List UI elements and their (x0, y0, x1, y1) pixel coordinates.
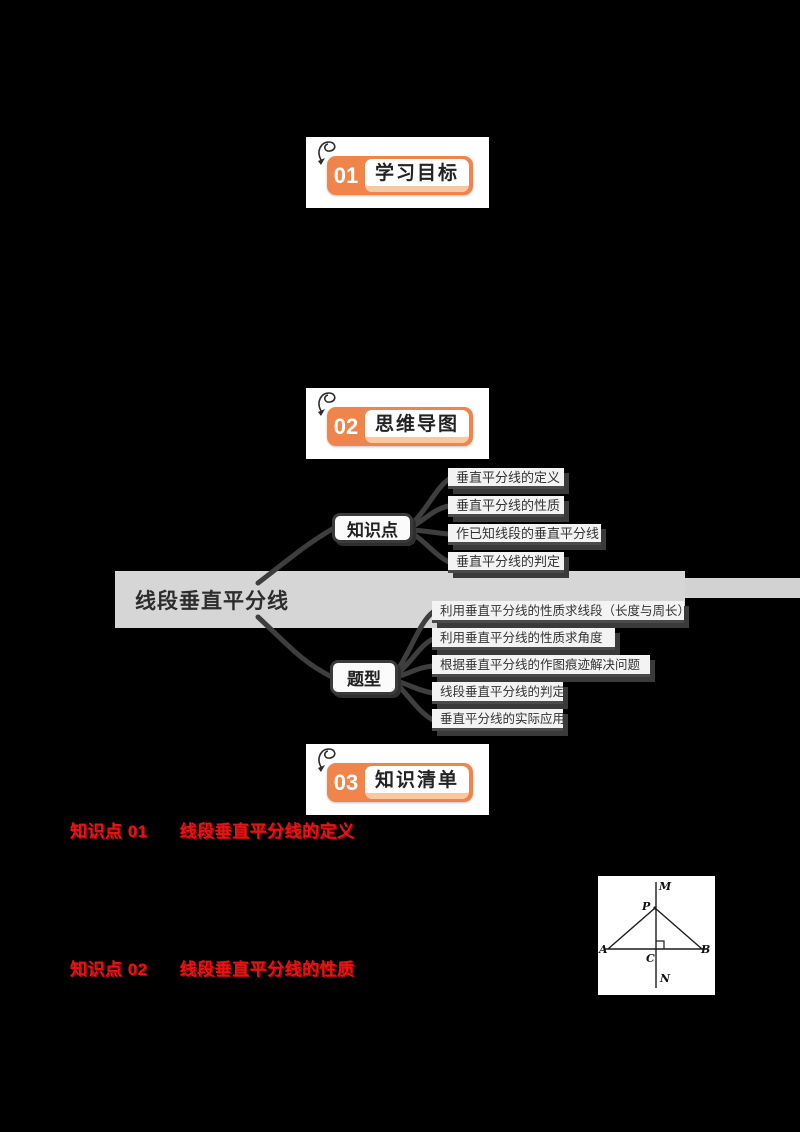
section-badge-02: 02 思维导图 (327, 407, 473, 446)
section-panel-01: 01 学习目标 (306, 137, 489, 208)
ribbon-curl-icon (318, 392, 336, 416)
perpendicular-bisector-figure: M P A B C N (598, 876, 715, 995)
section-number: 02 (333, 413, 359, 439)
knowledge-point-heading-01: 知识点 01 线段垂直平分线的定义 (70, 817, 355, 842)
figure-label-N: N (659, 972, 671, 985)
figure-label-M: M (658, 880, 672, 893)
mindmap-leaf: 垂直平分线的性质 (448, 496, 564, 517)
section-label-box: 学习目标 (365, 159, 469, 192)
section-title: 思维导图 (374, 413, 459, 435)
mindmap-branch-knowledge-points: 知识点 (332, 513, 413, 543)
figure-drawing: M P A B C N (598, 880, 710, 988)
section-panel-03: 03 知识清单 (306, 744, 489, 815)
mindmap-root-band-extension (685, 578, 800, 598)
knowledge-point-title: 线段垂直平分线的定义 (179, 822, 355, 841)
mindmap-branch-problem-types: 题型 (330, 660, 398, 695)
ribbon-curl-icon (318, 141, 336, 165)
section-label-box: 思维导图 (365, 410, 469, 443)
mindmap-leaf: 根据垂直平分线的作图痕迹解决问题 (432, 655, 650, 677)
section-label-box: 知识清单 (365, 766, 469, 799)
mindmap-leaf: 垂直平分线的判定 (448, 552, 564, 573)
section-title: 学习目标 (374, 162, 459, 184)
mindmap-leaf: 线段垂直平分线的判定 (432, 682, 563, 704)
ribbon-curl-icon (318, 748, 336, 772)
knowledge-point-heading-02: 知识点 02 线段垂直平分线的性质 (70, 955, 355, 980)
section-number: 01 (333, 162, 359, 188)
section-number: 03 (333, 769, 359, 795)
mindmap-leaf: 利用垂直平分线的性质求线段（长度与周长） (432, 601, 684, 623)
figure-label-P: P (641, 900, 651, 913)
figure-label-B: B (700, 943, 710, 956)
figure-label-C: C (646, 952, 655, 965)
section-panel-02: 02 思维导图 (306, 388, 489, 459)
mindmap-leaf: 作已知线段的垂直平分线 (448, 524, 601, 545)
figure-label-A: A (598, 943, 608, 956)
knowledge-point-title: 线段垂直平分线的性质 (179, 960, 355, 979)
mindmap-leaf: 利用垂直平分线的性质求角度 (432, 628, 615, 650)
mindmap-root-label: 线段垂直平分线 (135, 589, 289, 613)
knowledge-point-id: 知识点 01 (70, 822, 148, 841)
mindmap-leaf: 垂直平分线的实际应用 (432, 709, 563, 731)
knowledge-point-id: 知识点 02 (70, 960, 148, 979)
section-title: 知识清单 (374, 769, 459, 791)
mindmap-leaf: 垂直平分线的定义 (448, 468, 564, 489)
section-badge-01: 01 学习目标 (327, 156, 473, 195)
section-badge-03: 03 知识清单 (327, 763, 473, 802)
